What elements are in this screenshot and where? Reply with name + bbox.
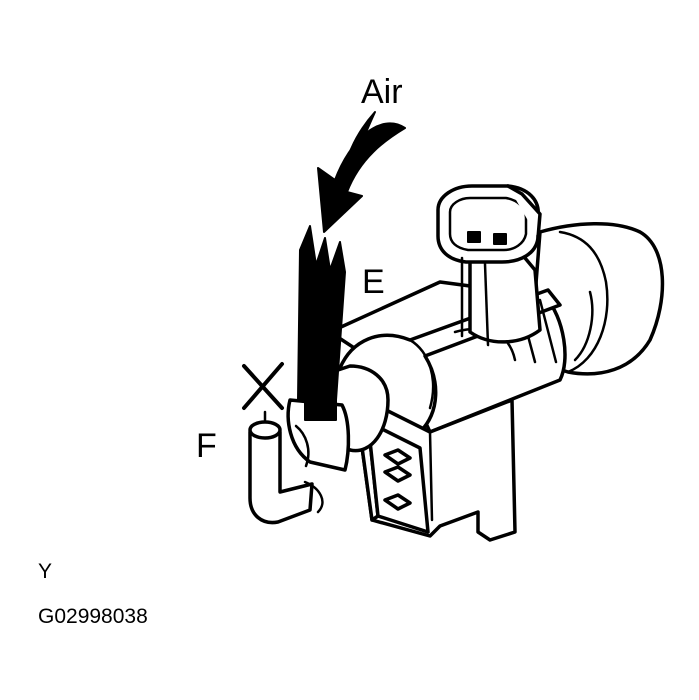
air-direction-arrow: [317, 111, 406, 233]
blocked-port-x-mark: [242, 362, 284, 422]
valve-ports: [248, 364, 390, 525]
air-label: Air: [361, 73, 403, 111]
port-e-label: E: [362, 263, 385, 301]
electrical-connector: [436, 184, 542, 347]
figure-code: G02998038: [38, 605, 148, 628]
port-f-label: F: [196, 427, 217, 465]
air-flow-stream: [297, 225, 346, 421]
view-label: Y: [38, 560, 52, 583]
mounting-bracket: [356, 398, 517, 542]
